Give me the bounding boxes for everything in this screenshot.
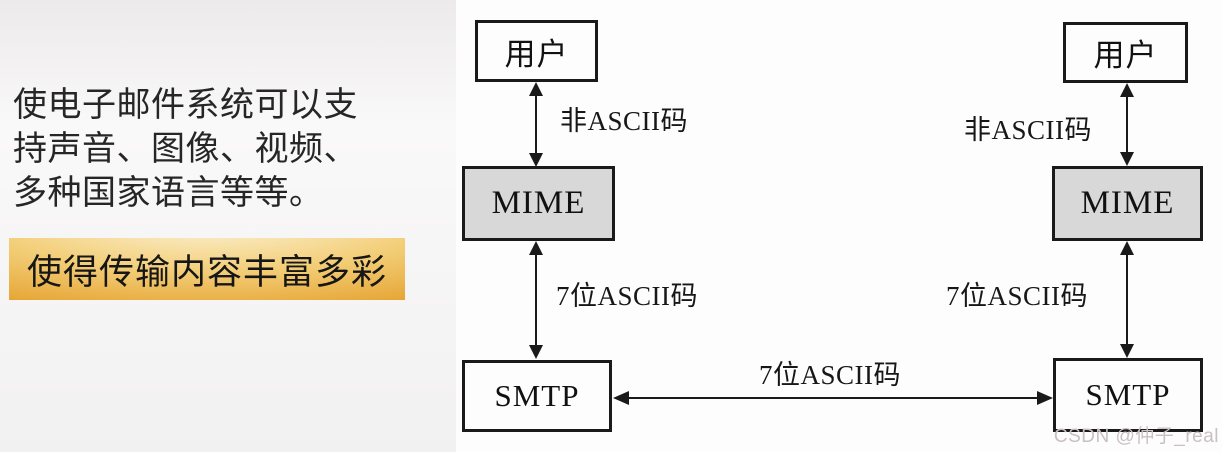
mime-box-right: MIME xyxy=(1052,166,1203,241)
smtp-box-left: SMTP xyxy=(462,360,612,432)
arrow-shaft xyxy=(1125,246,1129,353)
smtp-box-right: SMTP xyxy=(1053,358,1203,432)
arrowhead-down xyxy=(1120,344,1134,358)
label-7bit-ascii-left: 7位ASCII码 xyxy=(556,281,699,311)
arrowhead-down xyxy=(1120,152,1134,166)
arrow-mime-smtp-left xyxy=(528,241,544,359)
label-non-ascii-right: 非ASCII码 xyxy=(964,115,1093,145)
highlight-banner: 使得传输内容丰富多彩 xyxy=(9,238,405,300)
arrow-shaft xyxy=(534,246,538,354)
arrowhead-right xyxy=(1037,391,1053,405)
arrow-smtp-link xyxy=(613,390,1053,406)
left-panel: 使电子邮件系统可以支 持声音、图像、视频、 多种国家语言等等。 使得传输内容丰富… xyxy=(0,0,456,452)
description-text: 使电子邮件系统可以支 持声音、图像、视频、 多种国家语言等等。 xyxy=(13,84,358,216)
arrow-mime-smtp-right xyxy=(1119,241,1135,358)
watermark: CSDN @仲子_real xyxy=(1053,426,1219,447)
label-7bit-ascii-right: 7位ASCII码 xyxy=(946,281,1089,311)
description-line-3: 多种国家语言等等。 xyxy=(13,175,324,212)
description-line-2: 持声音、图像、视频、 xyxy=(13,131,358,168)
label-non-ascii-left: 非ASCII码 xyxy=(560,106,689,136)
user-box-right: 用户 xyxy=(1063,22,1188,83)
label-7bit-ascii-middle: 7位ASCII码 xyxy=(758,360,901,390)
arrowhead-down xyxy=(529,345,543,359)
arrow-user-mime-left xyxy=(528,82,544,167)
mime-box-left: MIME xyxy=(462,166,615,241)
description-line-1: 使电子邮件系统可以支 xyxy=(13,87,358,124)
arrowhead-down xyxy=(529,153,543,167)
arrow-user-mime-right xyxy=(1119,83,1135,166)
user-box-left: 用户 xyxy=(475,20,598,82)
arrow-shaft xyxy=(1125,88,1129,161)
arrow-shaft xyxy=(618,396,1048,400)
arrow-shaft xyxy=(534,87,538,162)
